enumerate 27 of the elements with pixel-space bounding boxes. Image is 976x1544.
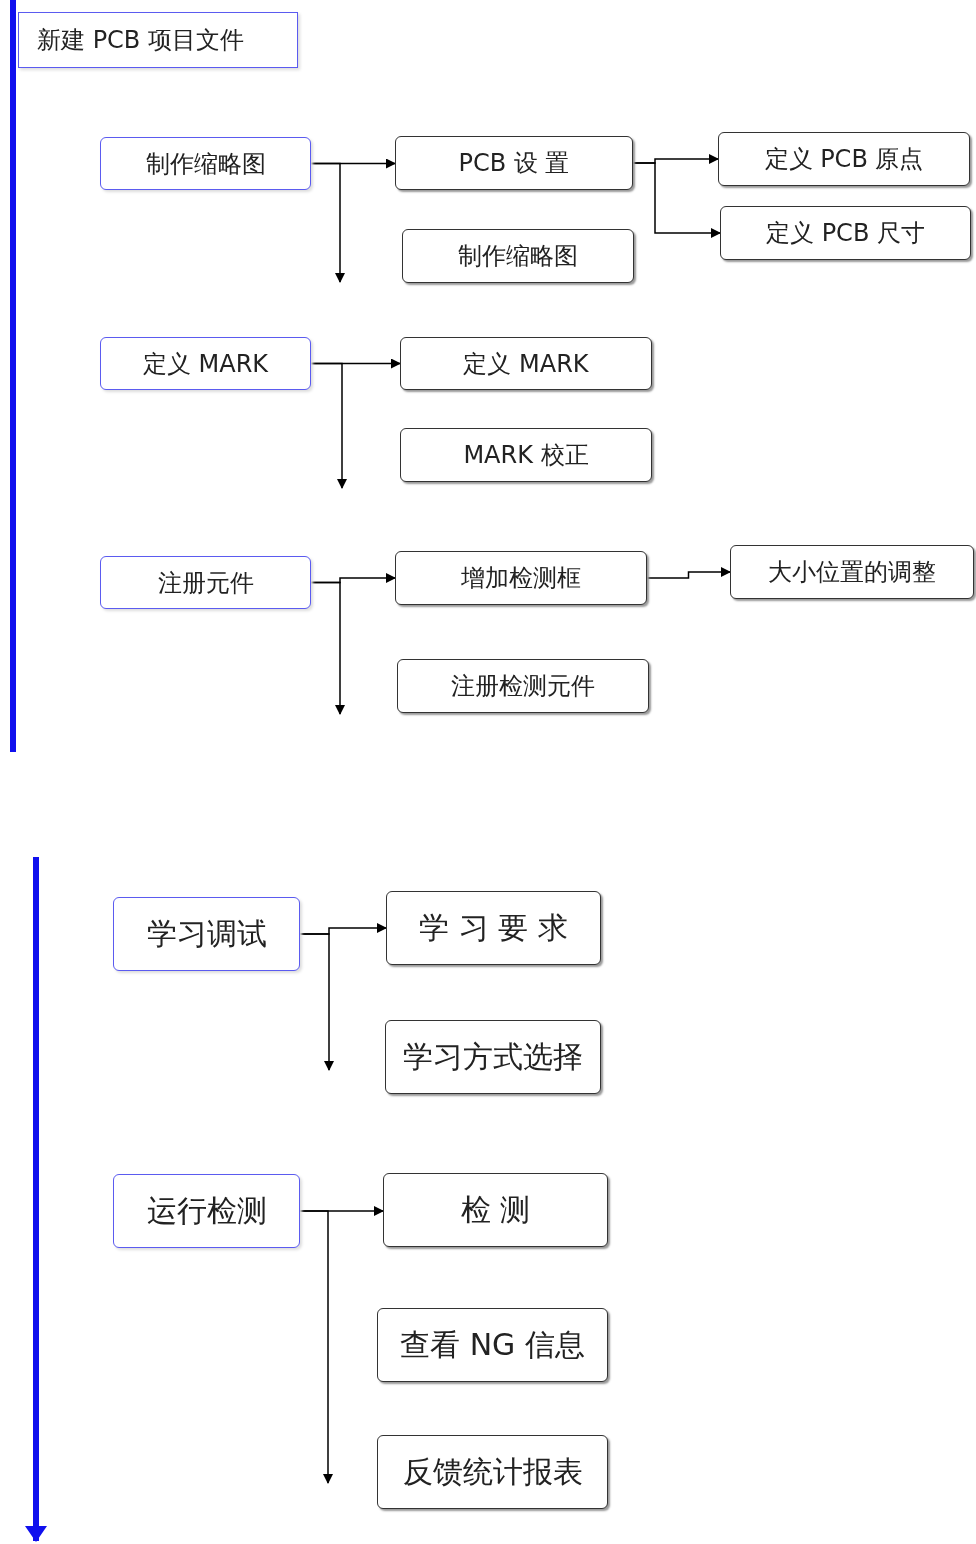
process-box: 定义 PCB 尺寸 — [720, 206, 971, 260]
arrow — [632, 162, 721, 238]
process-box: MARK 校正 — [400, 428, 652, 482]
step-box: 定义 MARK — [100, 337, 311, 390]
process-box: 检 测 — [383, 1173, 608, 1247]
process-box: 学习方式选择 — [385, 1020, 601, 1094]
process-box: PCB 设 置 — [395, 136, 633, 190]
step-box: 注册元件 — [100, 556, 311, 609]
process-box: 增加检测框 — [395, 551, 647, 605]
process-box: 反馈统计报表 — [377, 1435, 608, 1509]
step-box: 学习调试 — [113, 897, 300, 971]
process-box: 查看 NG 信息 — [377, 1308, 608, 1382]
process-box: 大小位置的调整 — [730, 545, 974, 599]
arrow — [310, 162, 345, 283]
step-box: 新建 PCB 项目文件 — [18, 12, 298, 68]
arrow — [310, 362, 347, 489]
process-box: 定义 PCB 原点 — [718, 132, 970, 186]
process-box: 学 习 要 求 — [386, 891, 601, 965]
step-box: 运行检测 — [113, 1174, 300, 1248]
arrow — [299, 1210, 333, 1484]
arrow — [299, 933, 334, 1071]
step-box: 制作缩略图 — [100, 137, 311, 190]
process-box: 定义 MARK — [400, 337, 652, 390]
process-box: 制作缩略图 — [402, 229, 634, 283]
arrow — [310, 581, 345, 715]
process-box: 注册检测元件 — [397, 659, 649, 713]
arrow — [646, 567, 731, 579]
